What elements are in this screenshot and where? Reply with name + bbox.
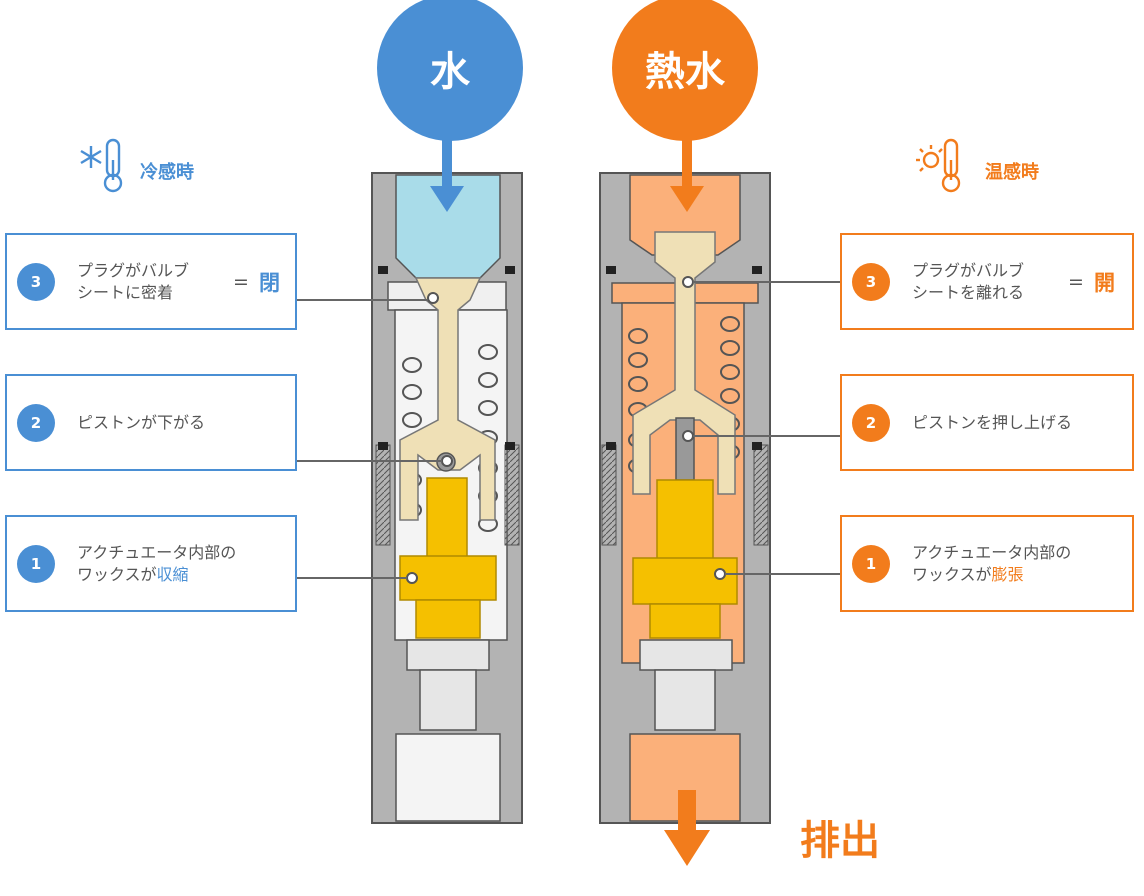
step-number-badge: 1 <box>17 544 55 583</box>
step-text: アクチュエータ内部の ワックスが収縮 <box>77 542 236 586</box>
equals-sign: = <box>233 270 249 293</box>
right-valve <box>599 172 771 824</box>
left-step-2-callout: 2 ピストンが下がる <box>5 374 297 471</box>
right-step-3-callout: 3 プラグがバルブ シートを離れる = 開 <box>840 233 1134 330</box>
step-number-badge: 3 <box>852 262 890 301</box>
hot-water-bubble: 熱水 <box>612 0 758 141</box>
step-text-main: アクチュエータ内部の ワックスが <box>912 542 1072 584</box>
sun-thermometer-icon <box>916 138 961 193</box>
step-number-badge: 2 <box>852 403 890 442</box>
step-text: ピストンを押し上げる <box>912 412 1073 432</box>
outlet-arrow <box>664 790 710 866</box>
step-number-badge: 2 <box>17 403 55 442</box>
snowflake-thermometer-icon <box>80 138 123 193</box>
equals-sign: = <box>1068 270 1084 293</box>
right-step-2-callout: 2 ピストンを押し上げる <box>840 374 1134 471</box>
step-text-accent: 収縮 <box>156 564 189 584</box>
cold-water-label: 水 <box>430 49 470 95</box>
step-text: ピストンが下がる <box>77 412 206 432</box>
step-text: プラグがバルブ シートを離れる <box>912 260 1025 302</box>
cold-mode-label: 冷感時 <box>140 162 194 183</box>
outlet-label: 排出 <box>800 818 880 864</box>
valve-state-closed: 閉 <box>259 270 280 295</box>
left-step-3-callout: 3 プラグがバルブ シートに密着 = 閉 <box>5 233 297 330</box>
step-text-main: アクチュエータ内部の ワックスが <box>77 542 237 584</box>
step-text: プラグがバルブ シートに密着 <box>77 260 190 302</box>
right-step-1-callout: 1 アクチュエータ内部の ワックスが膨張 <box>840 515 1134 612</box>
step-number-badge: 1 <box>852 544 890 583</box>
step-number-badge: 3 <box>17 262 55 301</box>
left-valve <box>371 172 523 824</box>
hot-inlet-arrow <box>670 138 704 212</box>
left-step-1-callout: 1 アクチュエータ内部の ワックスが収縮 <box>5 515 297 612</box>
cold-water-bubble: 水 <box>377 0 523 141</box>
valve-state-open: 開 <box>1094 270 1115 295</box>
cold-inlet-arrow <box>430 138 464 212</box>
hot-water-label: 熱水 <box>645 49 725 95</box>
leader-lines <box>296 281 840 579</box>
step-text-accent: 膨張 <box>991 564 1024 584</box>
hot-mode-label: 温感時 <box>985 162 1039 183</box>
step-text: アクチュエータ内部の ワックスが膨張 <box>912 542 1071 586</box>
